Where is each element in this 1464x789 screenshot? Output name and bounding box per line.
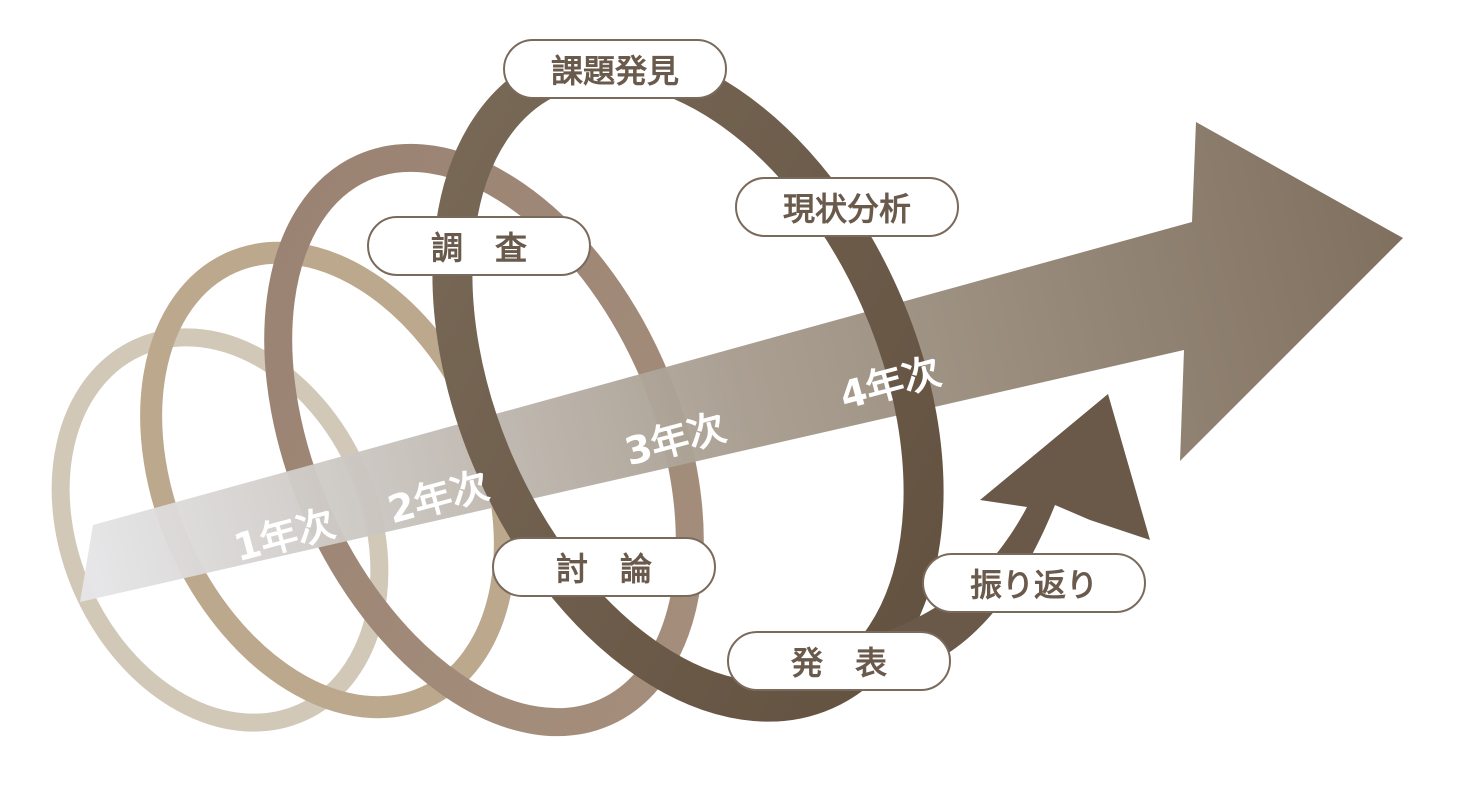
stage-label-discovery: 課題発見 — [503, 39, 727, 99]
stage-label-reflection: 振り返り — [922, 553, 1146, 613]
stage-label-discussion: 討 論 — [492, 537, 716, 597]
reflection-arrow — [828, 394, 1150, 679]
stage-label-research: 調 査 — [367, 216, 591, 276]
stage-label-presentation: 発 表 — [727, 631, 951, 691]
stage-label-analysis: 現状分析 — [735, 177, 959, 237]
progress-arrow — [80, 122, 1403, 602]
